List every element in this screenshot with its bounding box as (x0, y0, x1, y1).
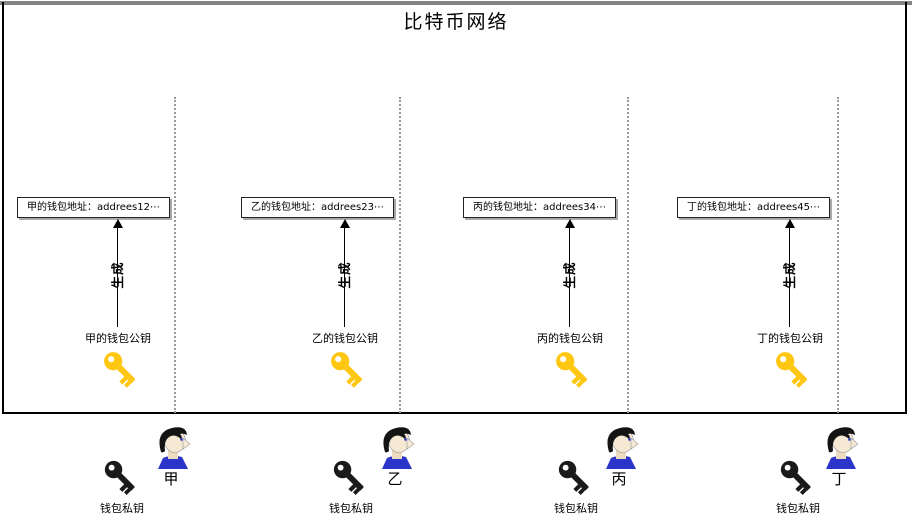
public-key-label: 丁的钱包公钥 (757, 332, 823, 345)
person-avatar-icon (600, 425, 640, 469)
wallet-address-box: 乙的钱包地址：addrees23⋯ (241, 197, 394, 218)
private-key-label: 钱包私钥 (776, 502, 820, 515)
generate-label: 生成 (782, 261, 797, 289)
generate-label: 生成 (337, 261, 352, 289)
generate-arrow-head (565, 219, 575, 228)
wallet-address-box: 丁的钱包地址：addrees45⋯ (677, 197, 830, 218)
person-name: 乙 (387, 470, 403, 488)
public-key-label: 丙的钱包公钥 (537, 332, 603, 345)
wallet-address-box: 甲的钱包地址：addrees12⋯ (17, 197, 170, 218)
person-name: 丁 (831, 470, 847, 488)
column-separator (399, 97, 401, 413)
private-key-icon (554, 456, 598, 500)
window-top-edge (0, 1, 912, 5)
person-avatar-icon (820, 425, 860, 469)
wallet-address-box: 丙的钱包地址：addrees34⋯ (463, 197, 616, 218)
person-name: 甲 (163, 470, 179, 488)
private-key-label: 钱包私钥 (329, 502, 373, 515)
private-key-icon (329, 456, 373, 500)
private-key-icon (100, 456, 144, 500)
public-key-icon (771, 347, 817, 393)
private-key-icon (776, 456, 820, 500)
generate-arrow-head (113, 219, 123, 228)
generate-arrow-line (344, 227, 345, 327)
person-avatar-icon (152, 425, 192, 469)
column-separator (627, 97, 629, 413)
public-key-label: 甲的钱包公钥 (85, 332, 151, 345)
person-avatar-icon (376, 425, 416, 469)
generate-arrow-line (789, 227, 790, 327)
column-separator (837, 97, 839, 413)
generate-arrow-head (785, 219, 795, 228)
page-title: 比特币网络 (403, 11, 509, 33)
public-key-icon (99, 347, 145, 393)
private-key-label: 钱包私钥 (554, 502, 598, 515)
private-key-label: 钱包私钥 (100, 502, 144, 515)
public-key-icon (326, 347, 372, 393)
public-key-icon (551, 347, 597, 393)
bitcoin-network-box (2, 2, 907, 414)
column-separator (174, 97, 176, 413)
generate-arrow-line (117, 227, 118, 327)
public-key-label: 乙的钱包公钥 (312, 332, 378, 345)
generate-arrow-line (569, 227, 570, 327)
generate-arrow-head (340, 219, 350, 228)
generate-label: 生成 (110, 261, 125, 289)
person-name: 丙 (611, 470, 627, 488)
generate-label: 生成 (562, 261, 577, 289)
